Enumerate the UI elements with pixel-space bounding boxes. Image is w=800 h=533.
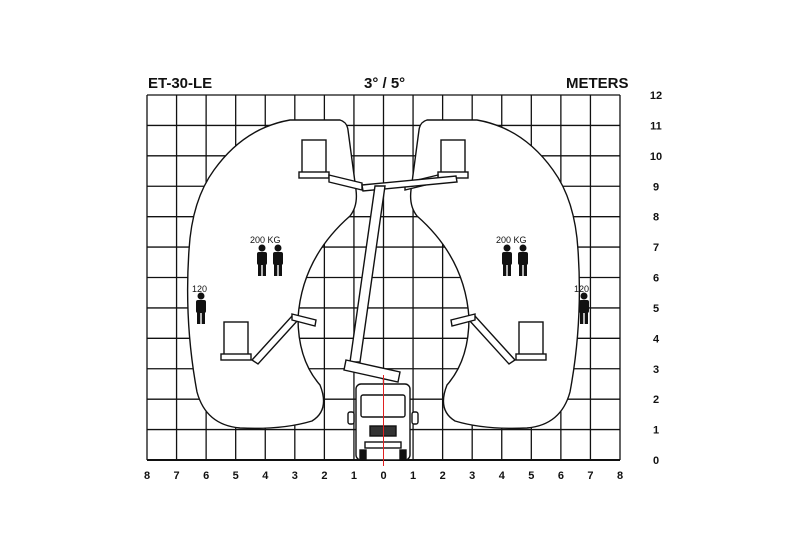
unit-label: METERS — [566, 75, 629, 92]
x-tick-label: 2 — [440, 470, 446, 482]
x-tick-label: 1 — [351, 470, 357, 482]
y-tick-label: 4 — [653, 333, 660, 345]
x-tick-label: 4 — [262, 470, 269, 482]
basket-icon — [223, 321, 249, 359]
right-one-person-load: 120 — [574, 284, 589, 294]
x-tick-label: 4 — [499, 470, 506, 482]
y-tick-label: 12 — [650, 90, 662, 102]
basket-icon — [301, 139, 327, 177]
person-icon — [518, 244, 528, 276]
y-tick-label: 7 — [653, 242, 659, 254]
x-tick-label: 7 — [174, 470, 180, 482]
y-tick-label: 0 — [653, 455, 659, 467]
y-tick-label: 2 — [653, 394, 659, 406]
x-axis-labels: 8 7 6 5 4 3 2 1 0 1 2 3 4 5 6 7 8 — [144, 470, 623, 482]
angle-label: 3° / 5° — [364, 75, 406, 92]
x-tick-label: 1 — [410, 470, 416, 482]
x-tick-label: 7 — [587, 470, 593, 482]
x-tick-label: 2 — [321, 470, 327, 482]
y-tick-label: 8 — [653, 212, 659, 224]
y-tick-label: 11 — [650, 120, 662, 132]
left-boom-positions — [220, 139, 363, 365]
person-icon — [579, 292, 589, 324]
y-tick-label: 3 — [653, 364, 659, 376]
right-working-envelope — [409, 119, 581, 430]
x-tick-label: 8 — [617, 470, 623, 482]
x-tick-label: 3 — [469, 470, 475, 482]
y-tick-label: 5 — [653, 303, 659, 315]
y-tick-label: 1 — [653, 425, 659, 437]
person-icon — [502, 244, 512, 276]
left-two-person-load: 200 KG — [250, 235, 281, 245]
x-tick-label: 3 — [292, 470, 298, 482]
x-tick-label: 8 — [144, 470, 150, 482]
y-tick-label: 9 — [653, 181, 659, 193]
x-tick-label: 6 — [203, 470, 209, 482]
left-one-person-load: 120 — [192, 284, 207, 294]
person-icon — [257, 244, 267, 276]
person-icon — [196, 292, 206, 324]
y-tick-label: 6 — [653, 273, 659, 285]
x-tick-label: 5 — [528, 470, 534, 482]
left-working-envelope — [186, 119, 358, 430]
right-two-person-load: 200 KG — [496, 235, 527, 245]
main-boom — [343, 175, 458, 383]
y-tick-label: 10 — [650, 151, 662, 163]
x-tick-label: 6 — [558, 470, 564, 482]
model-title: ET-30-LE — [148, 75, 213, 92]
x-tick-label: 5 — [233, 470, 239, 482]
x-tick-label: 0 — [380, 470, 386, 482]
person-icon — [273, 244, 283, 276]
